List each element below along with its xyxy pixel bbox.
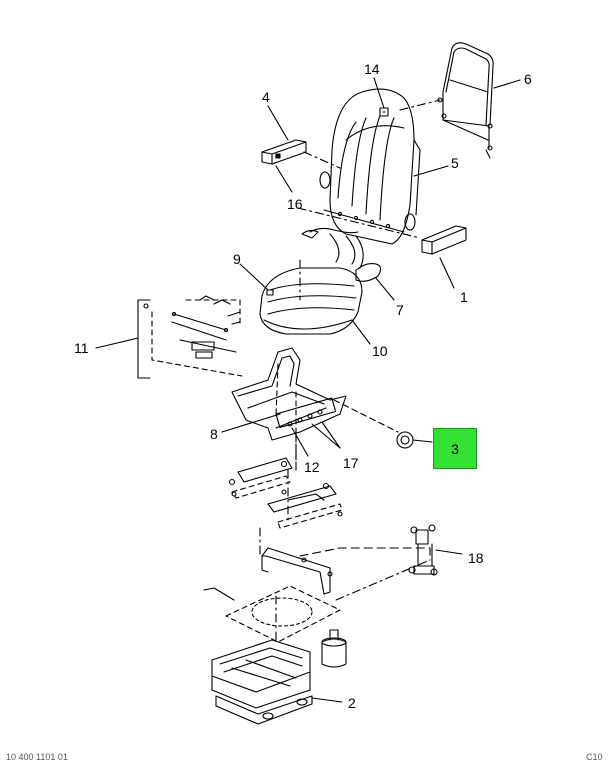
callout-8: 8 [210, 426, 218, 442]
headrest-frame [437, 42, 494, 159]
leader-lines [95, 77, 521, 703]
callout-18: 18 [468, 550, 484, 566]
callout-3-hotspot[interactable]: 3 [433, 428, 477, 469]
sheet-code: C10 [586, 752, 603, 762]
callout-6: 6 [524, 71, 532, 87]
assembly-lines [259, 99, 441, 641]
callout-14: 14 [364, 61, 380, 77]
callout-7: 7 [396, 302, 404, 318]
shock-absorber [408, 524, 438, 576]
callout-4: 4 [262, 89, 270, 105]
callout-5: 5 [451, 155, 459, 171]
callout-9: 9 [233, 251, 241, 267]
seat-pan-frame [231, 347, 347, 471]
lumbar-cable [301, 209, 405, 269]
seat-back [319, 88, 421, 245]
callout-10: 10 [372, 343, 388, 359]
callout-2: 2 [348, 695, 356, 711]
armrest-left [261, 139, 307, 165]
seat-cushion [259, 267, 363, 335]
callout-11: 11 [74, 340, 89, 356]
armrest-right [421, 225, 467, 255]
callout-12: 12 [304, 459, 320, 475]
callout-1: 1 [460, 289, 468, 305]
adjust-knob [333, 399, 433, 449]
callout-17: 17 [343, 455, 359, 471]
side-pad [355, 263, 382, 282]
bracket-kit [137, 295, 243, 379]
slide-rails [228, 457, 343, 529]
callout-16: 16 [287, 196, 303, 212]
drawing-number: 10 400 1101 01 [6, 752, 68, 762]
suspension-base [211, 629, 347, 725]
mount-bracket [203, 547, 431, 643]
